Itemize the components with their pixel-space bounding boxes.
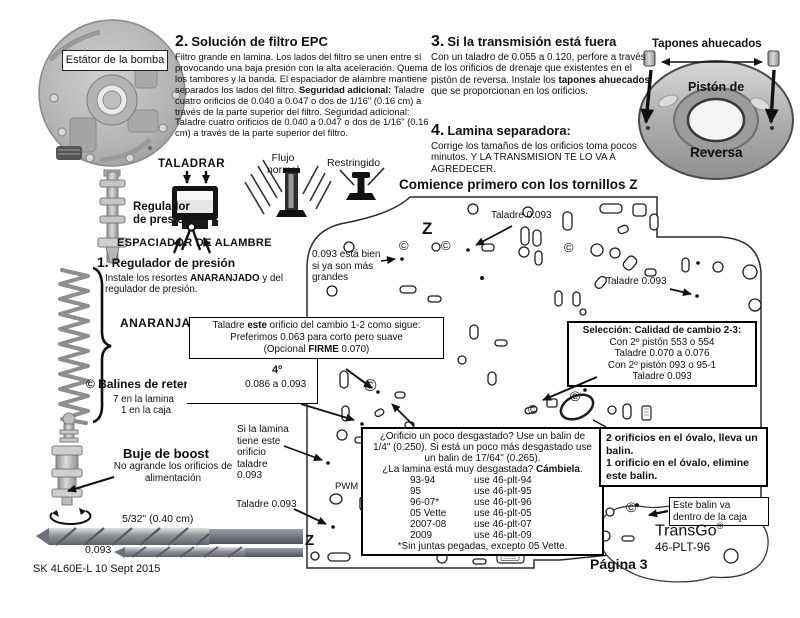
espaciador-label: ESPACIADOR DE ALAMBRE [117,237,272,249]
retention-pin-image [59,412,79,443]
section-2: 2.Solución de filtro EPC Filtro grande e… [175,33,438,139]
buje-title: Buje de boost [123,446,209,461]
spring-image [58,268,90,425]
section-2-number: 2. [175,33,189,50]
cambio-1-2-box: Taladre este orificio del cambio 1-2 com… [189,317,444,359]
brand-name: TransGo® [655,521,724,540]
section-2-body: Filtro grande en lamina. Los lados del f… [175,51,429,139]
table-row: 96-07*use 46-plt-96 [410,497,532,508]
section-4-body: Corrige los tamaños de los orificios tom… [431,141,637,175]
drill-bit-large-image [36,527,303,546]
tapones-label: Tapones ahuecados [652,38,762,50]
section-4-number: 4. [431,122,445,139]
taladre-right-callout: Taladre 0.093 [606,276,667,287]
ovalo-box: 2 orificios en el óvalo, lleva un balin.… [599,427,768,487]
stator-label: Estátor de la bomba [62,50,168,71]
section-3: 3.Si la transmisión está fuera Con un ta… [431,33,650,98]
brand-part-number: 46-PLT-96 [655,540,711,554]
brace-glyph [92,266,112,424]
section-4: 4.Lamina separadora: Corrige los tamaños… [431,122,655,175]
deg-label: 4º [272,364,283,376]
deg-box: 4º 0.086 a 0.093 [187,358,318,404]
check-ball-symbol: © [441,238,451,253]
section-3-title: Si la transmisión está fuera [447,34,617,49]
section-1-number: 1. [97,254,109,270]
balin-caja-box: Este balin va dentro de la caja [669,497,769,526]
taladre-bottom-callout: Taladre 0.093 [236,499,297,510]
drill-large-label: 5/32" (0.40 cm) [122,513,194,525]
boost-valve-image [51,445,83,506]
anaranjado-label: ANARANJADO [120,316,210,330]
check-ball-symbol: © [570,388,581,404]
pwm-label: PWM [335,481,359,492]
check-ball-symbol: © [528,402,538,417]
doc-code: SK 4L60E-L 10 Sept 2015 [33,563,161,575]
section-3-number: 3. [431,33,445,50]
z-marker-top: Z [422,219,433,238]
table-footnote: *Sin juntas pegadas, excepto 05 Vette. [397,541,568,552]
section-3-body: Con un taladro de 0.055 a 0.120, perfore… [431,52,650,98]
drill-small-label: 0.093 [85,544,112,556]
check-ball-symbol: © [364,376,377,395]
deg-range-label: 0.086 a 0.093 [245,379,307,390]
seleccion-box: Selección: Calidad de cambio 2-3: Con 2º… [567,321,757,387]
registered-mark: ® [716,521,724,531]
section-1-title: Regulador de presión [111,256,236,270]
pump-stator-image [38,19,186,167]
balines-sub2: 1 en la caja [121,405,172,416]
section-4-title: Lamina separadora: [447,123,571,138]
wear-table-box: ¿Orificio un poco desgastado? Use un bal… [361,427,604,556]
section-2-title: Solución de filtro EPC [191,34,328,49]
regulator-valve-image [97,169,128,264]
check-ball-symbol: © [564,240,574,255]
wire-spacer-icon [180,222,202,251]
drill-bit-small-image [114,546,303,558]
restringido-label: Restringido [327,157,381,169]
z-marker-bottom: Z [305,532,315,549]
check-ball-symbol: © [626,499,637,515]
normal-flow-icon [244,159,332,217]
taladrar-label: TALADRAR [158,158,226,170]
piston-label-line2: Reversa [690,145,743,160]
restricted-flow-icon [339,167,385,200]
section-1-body: Instale los resortes ANARANJADO y del re… [105,273,284,295]
taladre-top-callout: Taladre 0.093 [491,210,552,221]
rotate-arrows-icon [49,508,92,526]
balines-sub1: 7 en la lamina [113,394,174,405]
check-ball-symbol: © [399,238,409,253]
page-number: Página 3 [590,556,648,572]
piston-label-line1: Pistón de [688,80,745,94]
comience-heading: Comience primero con los tornillos Z [399,177,638,192]
section-1: 1.Regulador de presión Instale los resor… [97,254,307,295]
balines-title: © Balines de retención [86,377,216,391]
